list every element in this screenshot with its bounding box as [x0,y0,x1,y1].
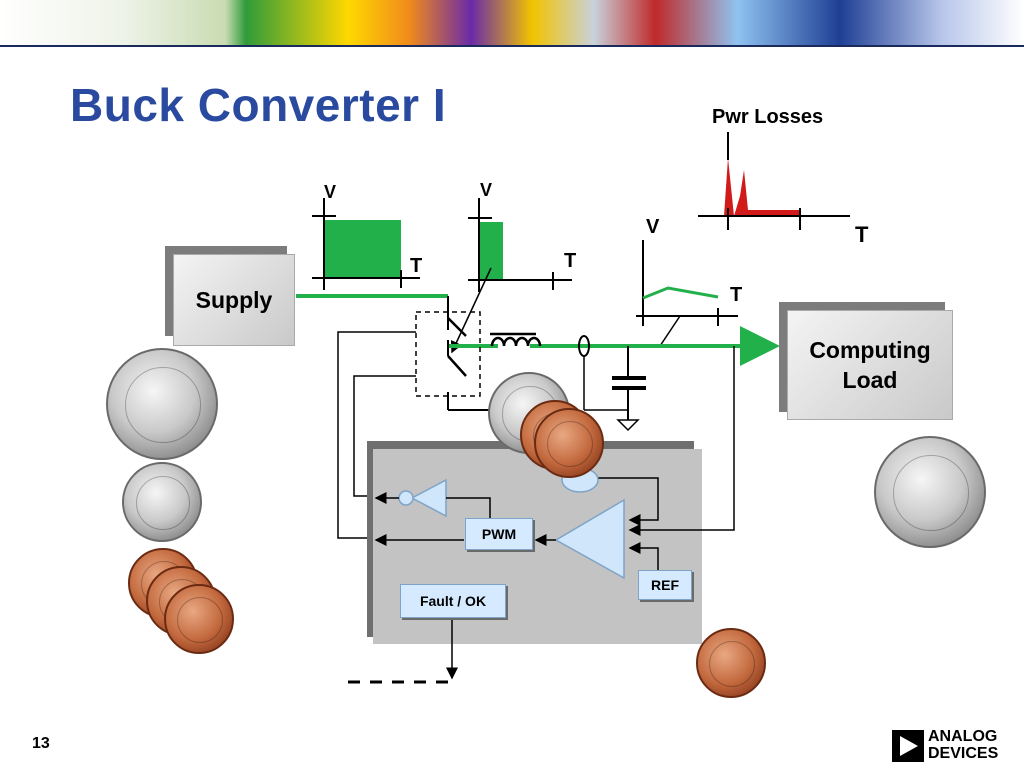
ref-block: REF [638,570,692,600]
slide-title: Buck Converter I [70,79,447,131]
computing-load-line2: Load [842,367,898,393]
quarter-coin-1 [106,348,218,460]
inductor [490,332,542,347]
pwr-losses-label: Pwr Losses [712,106,824,128]
header-banner [0,0,1024,46]
wave1-t-label: T [410,255,423,277]
nickel-coin [122,462,202,542]
penny-coin-5 [534,408,604,478]
waveform-supply-switch [312,198,420,290]
logo-line1: ANALOG [928,728,998,745]
wave1-v-label: V [324,182,337,202]
quarter-coin-2 [874,436,986,548]
error-amplifier [374,467,710,580]
losses-t-label: T [855,222,869,247]
pwm-block: PWM [465,518,533,550]
penny-coin-6 [696,628,766,698]
power-losses-plot [698,132,850,230]
gate-driver [374,478,491,518]
feedback-wires [337,331,735,539]
waveform-output [636,240,738,347]
logo-mark-icon [892,730,924,762]
logo-line2: DEVICES [928,745,999,762]
waveform-switch-node [450,198,572,354]
fault-output [348,618,458,684]
switches [415,304,490,411]
wave3-t-label: T [730,284,743,306]
wave2-t-label: T [564,250,577,272]
header-rule [0,45,1024,47]
supply-label: Supply [173,254,295,346]
capacitor [612,346,646,432]
wave3-v-label: V [646,216,660,238]
wave2-v-label: V [480,180,493,200]
page-number: 13 [32,735,50,752]
penny-coin-3 [164,584,234,654]
power-path [296,294,780,366]
fault-ok-block: Fault / OK [400,584,506,618]
computing-load-line1: Computing [809,337,931,363]
